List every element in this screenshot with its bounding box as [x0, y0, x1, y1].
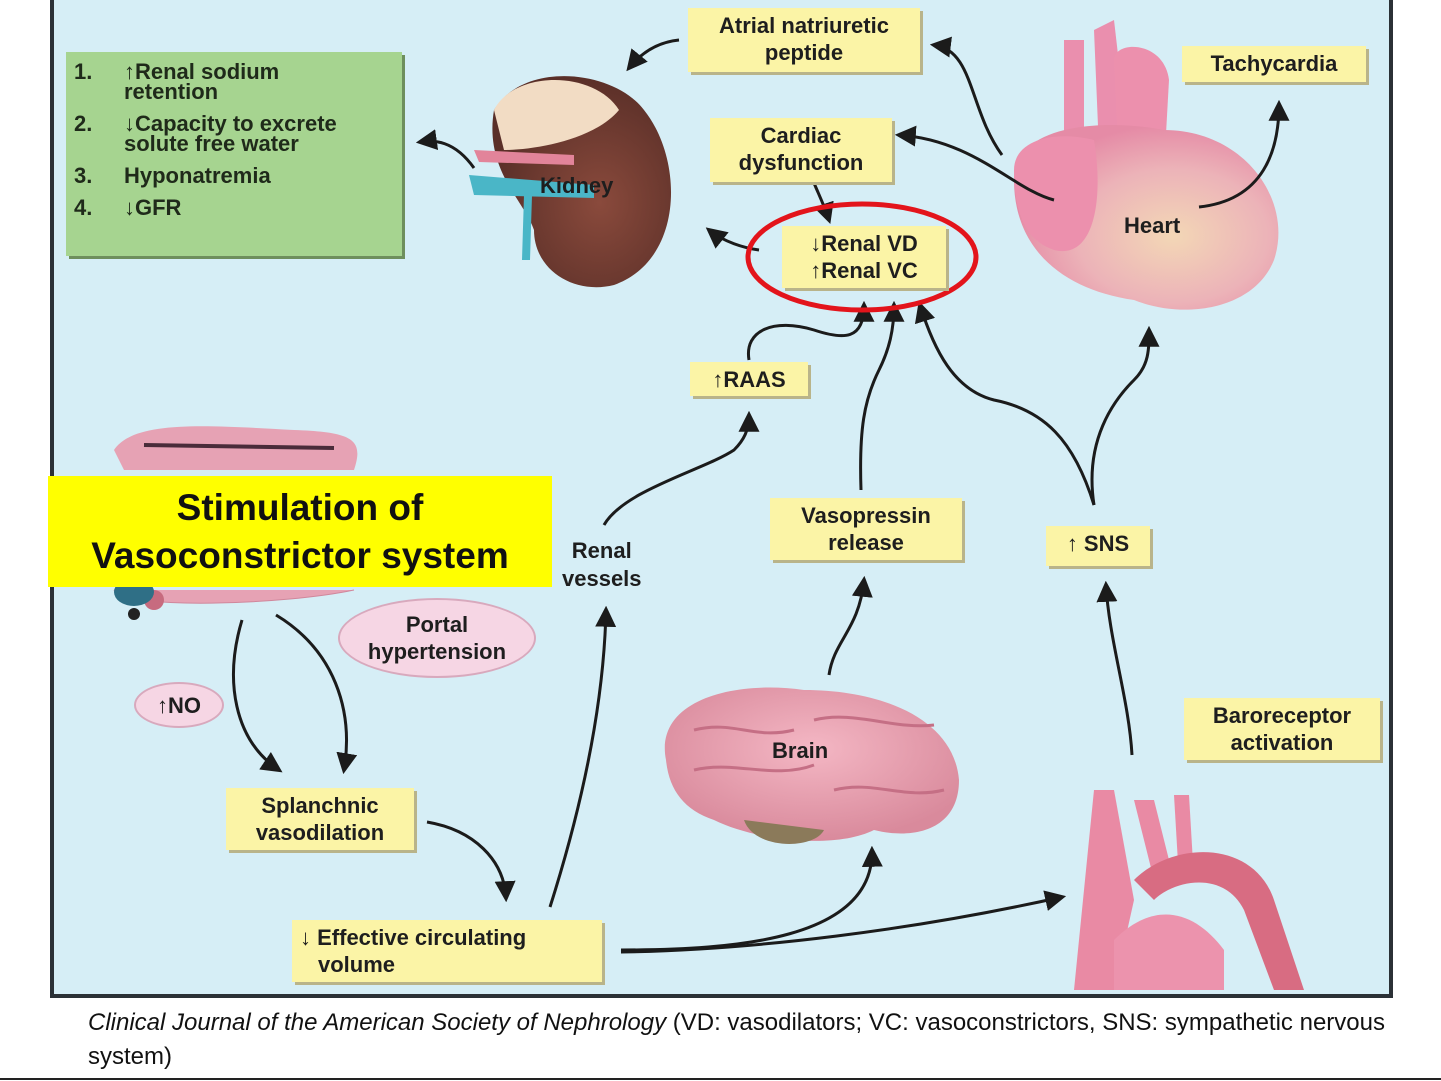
oval-text: ↑NO [157, 692, 201, 718]
baroreceptor-box: Baroreceptor activation [1184, 698, 1380, 760]
highlight-ellipse [745, 201, 979, 313]
box-text: release [828, 530, 904, 555]
aortic-arch-illustration [1074, 790, 1304, 990]
box-text: activation [1230, 730, 1334, 755]
renal-vd-vc-box: ↓Renal VD ↑Renal VC [782, 226, 946, 288]
heart-label: Heart [1124, 213, 1181, 238]
box-text: ↓Renal VD [810, 231, 918, 256]
bottom-divider [0, 1078, 1441, 1080]
anp-box: Atrial natriuretic peptide [688, 8, 920, 72]
item-text: Capacity to excrete [135, 111, 337, 136]
arrow-splanchnic-to-volume [426, 820, 516, 903]
box-text: ↓ Effective circulating [300, 925, 527, 950]
diagram-graphics [113, 20, 1304, 990]
arrow-anp-to-kidney [626, 38, 680, 72]
box-text: Tachycardia [1210, 51, 1338, 76]
banner-line: Vasoconstrictor system [91, 534, 509, 576]
arrow-brain-to-vasopressin [827, 575, 873, 676]
tachycardia-box: Tachycardia [1182, 46, 1366, 82]
no-oval: ↑NO [134, 682, 224, 728]
item-text: Renal sodium [135, 59, 280, 84]
arrow-heart-to-cardiac [894, 125, 1055, 202]
arrow-kidney-to-consequences [415, 129, 476, 169]
arrow-volume-to-vessels [548, 605, 617, 908]
arrow-heart-to-tachycardia [1198, 99, 1290, 209]
box-text: Cardiac [760, 123, 842, 148]
box-text: ↑RAAS [712, 367, 786, 392]
caption-text: (VD: vasodilators; VC: vasoconstrictors,… [88, 1009, 1385, 1070]
label-text: vessels [562, 566, 642, 591]
item-number: 4. [74, 195, 93, 220]
box-text: ↑ SNS [1066, 531, 1130, 556]
up-arrow-icon: ↑ [124, 59, 135, 84]
consequence-item: 4. ↓GFR [74, 195, 394, 220]
consequence-item: 3. Hyponatremia [74, 163, 394, 188]
down-arrow-icon: ↓ [124, 111, 135, 136]
heart-illustration [1014, 20, 1279, 310]
vasoconstrictor-banner: Stimulation of Vasoconstrictor system [48, 476, 552, 587]
oval-text: hypertension [367, 639, 507, 664]
box-text: Vasopressin [801, 503, 931, 528]
kidney-illustration [469, 76, 672, 288]
item-number: 1. [74, 59, 93, 84]
box-text: peptide [764, 40, 844, 65]
down-arrow-icon: ↓ [124, 195, 135, 220]
label-text: Renal [571, 538, 632, 563]
oval-text: Portal [405, 612, 469, 637]
box-text: Atrial natriuretic [719, 13, 889, 38]
cardiac-dysfunction-box: Cardiac dysfunction [710, 118, 892, 182]
item-number: 2. [74, 111, 93, 136]
item-number: 3. [74, 163, 93, 188]
arrow-raas-to-renal [746, 300, 875, 361]
item-text: Hyponatremia [124, 163, 271, 188]
box-text: Baroreceptor [1212, 703, 1352, 728]
figure-caption: Clinical Journal of the American Society… [88, 1006, 1388, 1074]
box-text: Splanchnic [261, 793, 379, 818]
splanchnic-box: Splanchnic vasodilation [226, 788, 414, 850]
vasopressin-box: Vasopressin release [770, 498, 962, 560]
arrow-cardiac-to-renal [812, 182, 834, 224]
box-text: dysfunction [738, 150, 864, 175]
banner-line: Stimulation of [176, 486, 424, 528]
brain-illustration [664, 687, 959, 844]
arrow-vasopressin-to-renal [859, 300, 905, 491]
arrow-sns-to-heart [1090, 325, 1160, 506]
box-text: ↑Renal VC [810, 258, 918, 283]
arrow-heart-to-anp [929, 36, 1004, 156]
arrow-vessels-to-raas [602, 410, 760, 526]
kidney-label: Kidney [540, 173, 614, 198]
effective-volume-box: ↓ Effective circulating volume [292, 920, 602, 982]
box-text: volume [318, 952, 396, 977]
arrow-intestine-to-splanchnic-2 [275, 613, 358, 775]
brain-label: Brain [772, 738, 829, 763]
item-text: GFR [135, 195, 182, 220]
caption-source: Clinical Journal of the American Society… [88, 1009, 667, 1036]
arrow-volume-to-aorta [620, 890, 1067, 954]
arrow-baro-to-sns [1096, 580, 1134, 756]
item-text: retention [124, 79, 219, 104]
box-text: vasodilation [255, 820, 385, 845]
arrow-intestine-to-splanchnic-1 [232, 619, 283, 773]
sns-box: ↑ SNS [1046, 526, 1150, 566]
item-text: solute free water [124, 131, 299, 156]
portal-hypertension-oval: Portal hypertension [338, 598, 536, 678]
arrow-sns-to-renal [914, 300, 1096, 506]
renal-vessels-label: Renal vessels [562, 537, 642, 593]
arrow-renal-to-kidney [705, 227, 760, 252]
raas-box: ↑RAAS [690, 362, 808, 396]
